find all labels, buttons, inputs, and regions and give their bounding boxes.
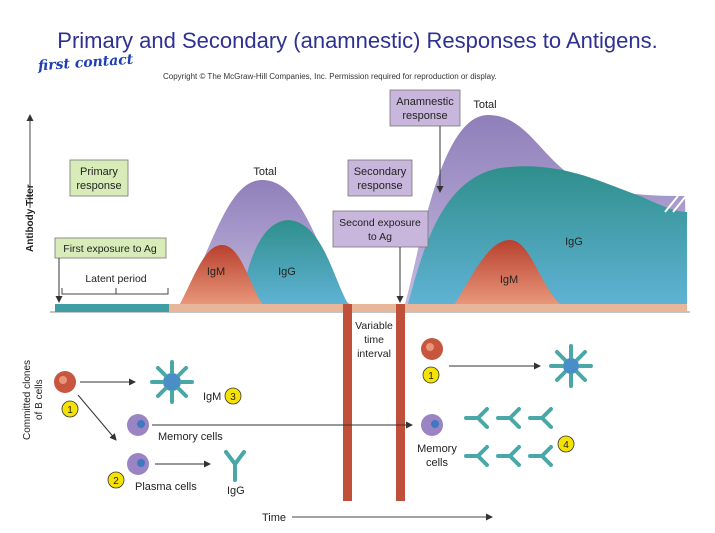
- variable-label-2: time: [364, 334, 384, 346]
- memory-cells-left-label: Memory cells: [158, 431, 223, 443]
- plasma-cells-label: Plasma cells: [135, 481, 197, 493]
- baseline-bar: [55, 304, 687, 312]
- plasma-cell-igm-icon: [150, 360, 194, 404]
- plasma-cell-icon: [127, 453, 149, 475]
- y-axis-label-bottom-2: of B cells: [34, 379, 45, 420]
- first-exposure-box: [54, 237, 167, 259]
- igm-cells-label: IgM: [203, 391, 221, 403]
- first-exposure-label: First exposure to Ag: [63, 243, 157, 255]
- antibody-icon: [528, 407, 553, 429]
- memory-cell-icon-right: [421, 414, 443, 436]
- axis-break-mark: [664, 195, 687, 213]
- memory-cell-icon-left: [127, 414, 149, 436]
- memory-cells-right-label-2: cells: [426, 457, 449, 469]
- antibody-icon: [464, 445, 489, 467]
- primary-response-box: [69, 159, 129, 197]
- plasma-cell-right-icon: [549, 344, 593, 388]
- primary-response-label-2: response: [76, 180, 121, 192]
- svg-text:1: 1: [67, 405, 73, 416]
- igg-cells-label: IgG: [227, 485, 245, 497]
- igg-antibody-icon: [224, 450, 246, 482]
- primary-igg-label: IgG: [278, 266, 296, 278]
- step-badge-3: 3: [224, 387, 242, 405]
- second-exposure-label-2: to Ag: [368, 231, 392, 243]
- primary-igg-curve: [240, 220, 348, 304]
- second-exposure-box: [332, 210, 429, 248]
- b-cell-to-branch-arrow: [77, 394, 117, 441]
- svg-text:4: 4: [563, 440, 569, 451]
- secondary-total-label: Total: [473, 99, 496, 111]
- antibody-icon: [528, 445, 553, 467]
- step-badge-2: 2: [107, 471, 125, 489]
- antibody-icon: [496, 407, 521, 429]
- secondary-igg-label: IgG: [565, 236, 583, 248]
- copyright-notice: Copyright © The McGraw-Hill Companies, I…: [163, 72, 497, 81]
- latent-period-label: Latent period: [85, 273, 146, 285]
- primary-igm-curve: [180, 245, 262, 304]
- memory-cells-right-label-1: Memory: [417, 443, 457, 455]
- anamnestic-response-label-2: response: [402, 110, 447, 122]
- antibody-icon: [496, 445, 521, 467]
- variable-label-1: Variable: [355, 320, 393, 332]
- svg-text:1: 1: [428, 371, 434, 382]
- time-bar-right: [396, 304, 405, 501]
- antibody-group-icon: [464, 407, 553, 467]
- secondary-response-box: [347, 159, 413, 197]
- svg-text:3: 3: [230, 392, 236, 403]
- slide-title: Primary and Secondary (anamnestic) Respo…: [57, 28, 658, 53]
- anamnestic-response-box: [389, 89, 461, 127]
- variable-label-3: interval: [357, 348, 391, 360]
- secondary-response-label-1: Secondary: [354, 166, 407, 178]
- anamnestic-response-label-1: Anamnestic: [396, 96, 454, 108]
- step-badge-1-left: 1: [61, 400, 79, 418]
- secondary-igm-curve: [455, 240, 560, 304]
- secondary-igm-label: IgM: [500, 274, 518, 286]
- antibody-icon: [464, 407, 489, 429]
- b-cell-icon-right: [421, 338, 443, 360]
- y-axis-label-top: Antibody Titer: [25, 184, 36, 252]
- primary-response-label-1: Primary: [80, 166, 118, 178]
- y-axis-label-bottom-1: Committed clones: [22, 360, 33, 440]
- step-badge-1-right: 1: [422, 366, 440, 384]
- svg-text:2: 2: [113, 476, 119, 487]
- step-badge-4: 4: [557, 435, 575, 453]
- latent-period-bar: [55, 304, 169, 312]
- time-bar-left: [343, 304, 352, 501]
- latent-period-bracket: [61, 288, 169, 295]
- primary-igm-label: IgM: [207, 266, 225, 278]
- second-exposure-label-1: Second exposure: [339, 217, 421, 229]
- secondary-response-label-2: response: [357, 180, 402, 192]
- primary-total-label: Total: [253, 166, 276, 178]
- b-cell-icon: [54, 371, 76, 393]
- x-axis-label: Time: [262, 512, 286, 524]
